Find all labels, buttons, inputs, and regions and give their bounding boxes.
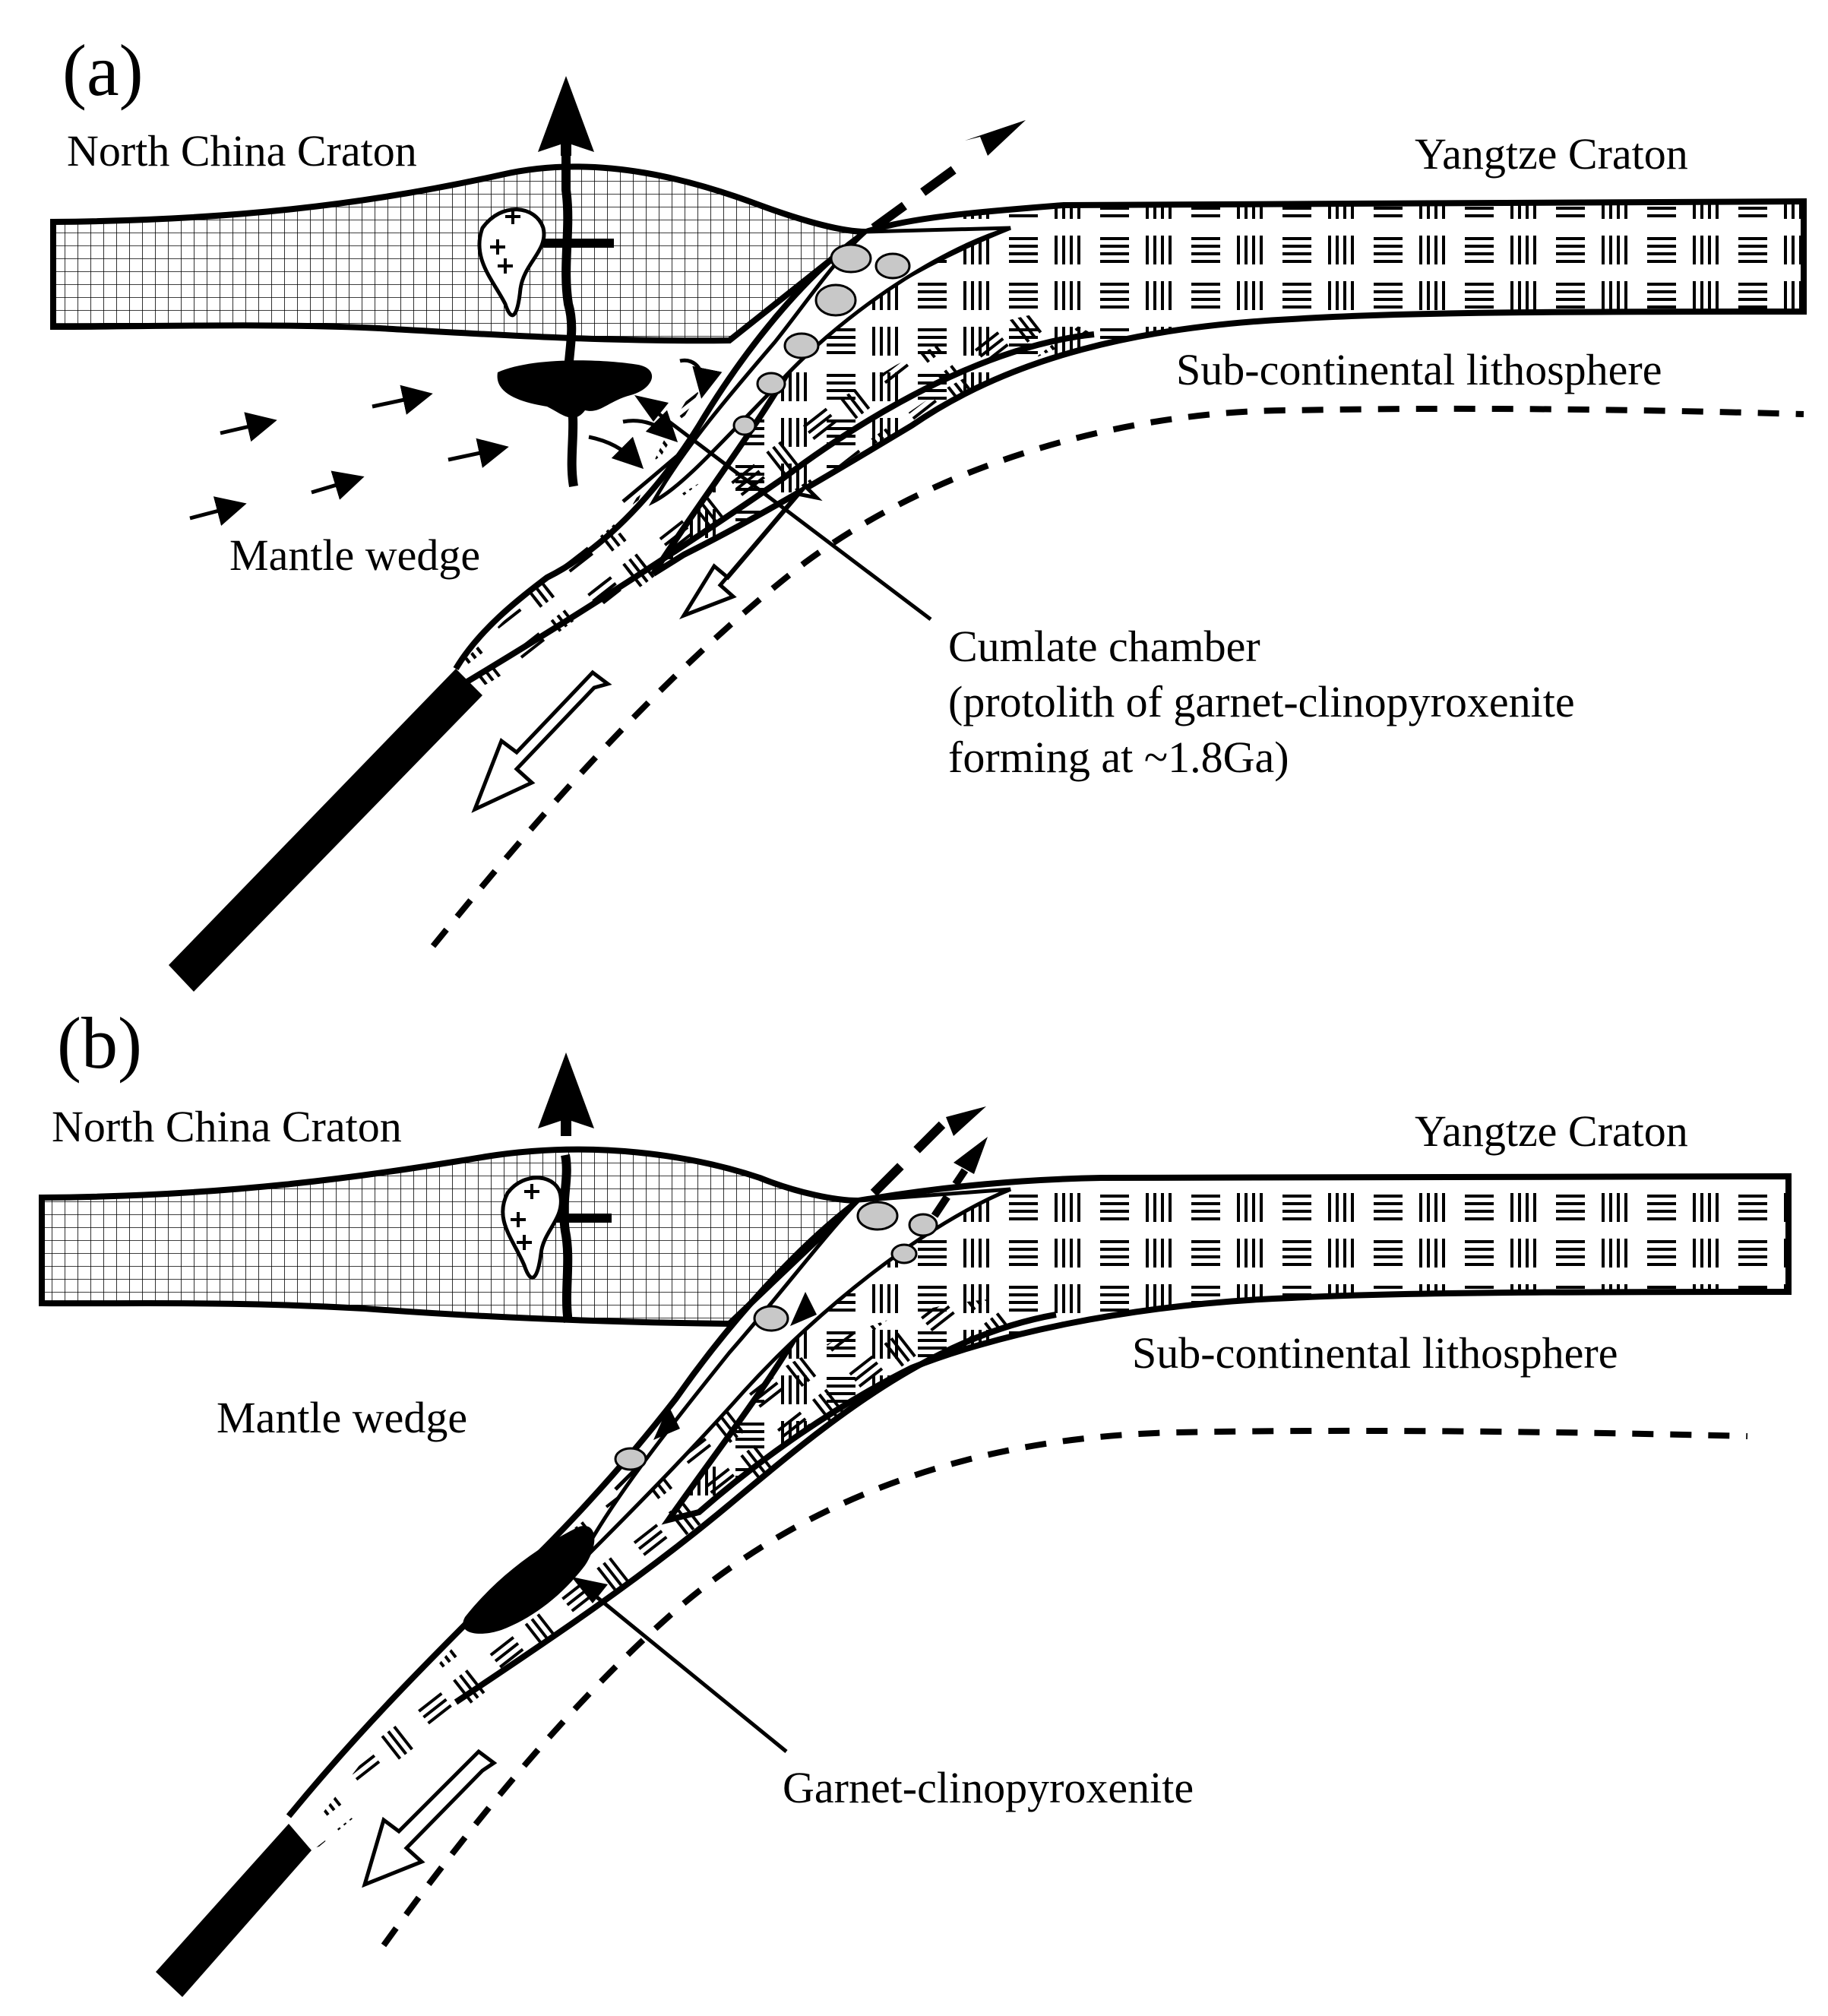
- asthenosphere-dashed-line-b: [381, 1427, 1748, 1948]
- yangtze-craton-label-b: Yangtze Craton: [1415, 1106, 1688, 1156]
- exhumation-arrow-head-icon-b2: [954, 1137, 988, 1174]
- north-china-craton-crust: [50, 163, 875, 344]
- slab-upper-edge-b: [286, 1198, 861, 1818]
- panel-b: (b): [39, 1002, 1792, 1997]
- panel-b-label: (b): [57, 1002, 142, 1084]
- cumulate-chamber: [497, 360, 653, 418]
- sub-continental-label: Sub-continental lithosphere: [1176, 345, 1662, 394]
- north-china-craton-label: North China Craton: [67, 126, 417, 176]
- garnet-clinopyroxenite-label: Garnet-clinopyroxenite: [783, 1763, 1194, 1812]
- slab-motion-arrow-icon: [678, 483, 823, 619]
- slab-black-tip-b: [156, 1824, 312, 1997]
- xenolith-clasts: [732, 243, 911, 436]
- exhumation-arrow-head-icon: [965, 120, 1026, 156]
- panel-a-label: (a): [62, 30, 144, 111]
- slab-black-tip: [169, 669, 482, 992]
- slab-hatched-body: [456, 312, 1094, 688]
- panel-a: (a): [50, 30, 1807, 992]
- cumulate-leader-line: [640, 400, 932, 621]
- upward-arrow-icon: [538, 76, 594, 156]
- magma-dyke: [561, 152, 578, 488]
- exhumation-arrow-dashed-b: [870, 1121, 946, 1197]
- granite-plus-symbols: [490, 209, 520, 274]
- slab-hatched-body-b: [289, 1299, 1056, 1854]
- magma-dyke-b: [559, 1154, 573, 1323]
- slab-motion-arrow-icon-2: [471, 669, 612, 813]
- xenolith-clasts-b: [614, 1201, 938, 1471]
- cumulate-leader-arrowhead-icon: [634, 395, 669, 422]
- upward-arrow-icon-b: [538, 1052, 594, 1136]
- exhumation-arrow-dashed: [871, 163, 960, 232]
- slab-upper-edge: [453, 229, 868, 671]
- mantle-flow-arrows: [189, 358, 723, 526]
- channel-motion-arrows: [653, 1292, 817, 1440]
- granite-pluton: [477, 207, 546, 318]
- granite-plus-symbols-b: [511, 1184, 539, 1250]
- asthenosphere-dashed-line: [430, 405, 1804, 948]
- cumulate-label-line3: forming at ~1.8Ga): [948, 733, 1289, 782]
- garnet-leader-arrowhead-icon: [571, 1577, 608, 1603]
- exhumation-arrow-head-icon-b: [946, 1106, 986, 1136]
- melange-wedge: [648, 226, 1011, 506]
- subducting-slab: [456, 334, 1094, 688]
- sub-continental-label-b: Sub-continental lithosphere: [1132, 1328, 1618, 1378]
- north-china-craton-label-b: North China Craton: [52, 1102, 402, 1151]
- north-china-craton-crust-b: [39, 1146, 866, 1328]
- garnet-clinopyroxenite-body: [463, 1526, 595, 1634]
- cumulate-label-line1: Cumlate chamber: [948, 622, 1260, 671]
- yangtze-craton-label: Yangtze Craton: [1415, 129, 1688, 179]
- mantle-wedge-label-b: Mantle wedge: [217, 1393, 467, 1442]
- mantle-wedge-label: Mantle wedge: [229, 530, 480, 580]
- slab-motion-arrow-icon-b: [362, 1749, 498, 1888]
- granite-pluton-b: [501, 1176, 563, 1280]
- cumulate-label-line2: (protolith of garnet-clinopyroxenite: [948, 677, 1575, 726]
- garnet-leader-line: [580, 1583, 788, 1753]
- exhumation-arrow-dashed-b2: [931, 1168, 969, 1218]
